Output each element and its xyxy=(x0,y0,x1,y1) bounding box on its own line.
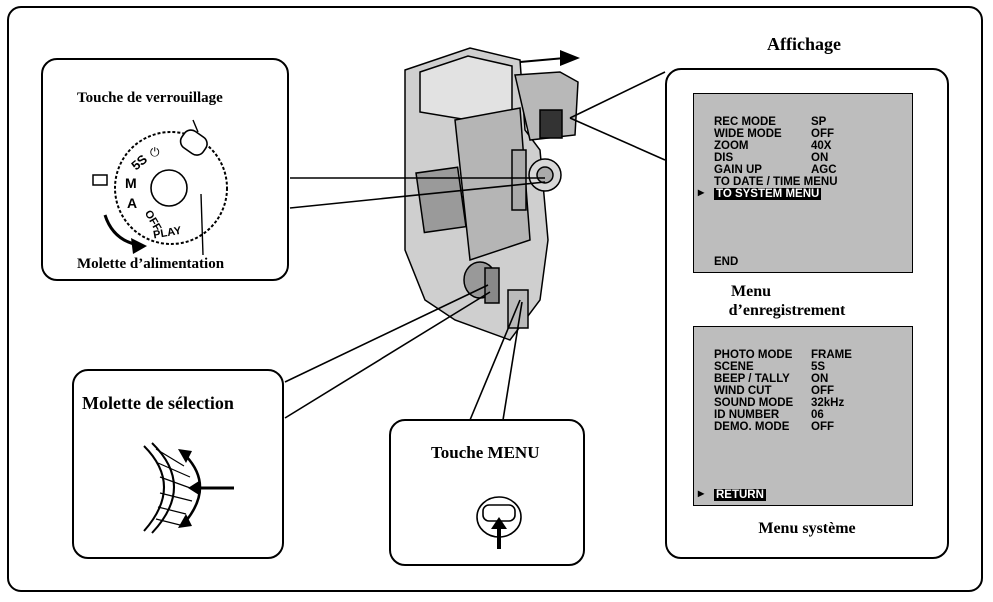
cursor-icon: ▸ xyxy=(698,185,705,199)
menu-row-value: 40X xyxy=(811,140,832,152)
down-arrow-icon xyxy=(178,514,192,528)
power-dial-panel: Touche de verrouillage ⏻ 5S M A OFF PLAY… xyxy=(41,58,289,281)
system-menu-link-text: TO SYSTEM MENU xyxy=(714,188,822,200)
selection-dial-panel: Molette de sélection xyxy=(72,369,284,559)
recording-menu-label-line2: d’enregistrement xyxy=(728,302,846,319)
menu-row-value: ON xyxy=(811,373,829,385)
menu-row-value: SP xyxy=(811,116,827,128)
menu-row-name: SCENE xyxy=(714,361,754,373)
menu-row-name: ZOOM xyxy=(714,140,749,152)
selection-dial-illustration xyxy=(143,442,234,534)
recording-menu-label-line1: Menu xyxy=(731,283,771,300)
camcorder xyxy=(404,47,579,341)
system-menu-link: TO SYSTEM MENU xyxy=(714,188,822,201)
selection-dial-label: Molette de sélection xyxy=(82,393,234,413)
outer-frame xyxy=(7,6,983,592)
menu-button-label: Touche MENU xyxy=(431,443,540,462)
power-dial-label: Molette d’alimentation xyxy=(77,256,225,272)
recording-menu-label: Menu d’enregistrement xyxy=(707,282,867,320)
end-item: END xyxy=(714,256,739,268)
menu-row-value: 32kHz xyxy=(811,397,845,409)
menu-row-value: OFF xyxy=(811,385,834,397)
menu-button-panel: Touche MENU xyxy=(389,419,585,566)
menu-row-name: ID NUMBER xyxy=(714,409,780,421)
menu-row-name: GAIN UP xyxy=(714,164,762,176)
return-item-text: RETURN xyxy=(714,489,766,501)
menu-row-value: OFF xyxy=(811,128,834,140)
menu-row-name: BEEP / TALLY xyxy=(714,373,790,385)
power-dial-illustration: ⏻ 5S M A OFF PLAY xyxy=(92,119,228,256)
menu-row-name: SOUND MODE xyxy=(714,397,794,409)
lock-button-label: Touche de verrouillage xyxy=(77,90,223,106)
system-menu-screen: PHOTO MODE FRAME SCENE 5S BEEP / TALLY O… xyxy=(693,326,913,506)
date-time-menu-link: TO DATE / TIME MENU xyxy=(714,176,838,188)
dial-mark-play: PLAY xyxy=(152,225,183,242)
menu-row-name: DEMO. MODE xyxy=(714,421,790,433)
display-title: Affichage xyxy=(767,34,841,54)
timer-icon: ⏻ xyxy=(150,145,160,159)
photo-mode-icon xyxy=(92,174,108,186)
menu-row-value: 06 xyxy=(811,409,824,421)
menu-row-name: WIDE MODE xyxy=(714,128,782,140)
slide-arrow-icon xyxy=(560,50,580,66)
dial-mark-m: M xyxy=(125,175,137,191)
dial-mark-a: A xyxy=(127,195,137,211)
return-item: RETURN xyxy=(714,489,766,502)
menu-row-name: WIND CUT xyxy=(714,385,772,397)
menu-row-name: DIS xyxy=(714,152,734,164)
display-panel: Affichage REC MODE SP WIDE MODE OFF ZOOM… xyxy=(665,34,949,559)
press-arrow-icon xyxy=(491,517,507,529)
cursor-icon: ▸ xyxy=(698,486,705,500)
menu-row-value: ON xyxy=(811,152,829,164)
rotate-arrow-icon xyxy=(131,238,147,254)
menu-row-value: OFF xyxy=(811,421,834,433)
system-menu-label: Menu système xyxy=(758,520,856,537)
menu-row-name: PHOTO MODE xyxy=(714,349,793,361)
up-arrow-icon xyxy=(178,449,192,463)
menu-row-value: FRAME xyxy=(811,349,852,361)
menu-row-value: 5S xyxy=(811,361,826,373)
menu-row-value: AGC xyxy=(811,164,837,176)
push-arrow-icon xyxy=(188,481,199,495)
menu-row-name: REC MODE xyxy=(714,116,776,128)
menu-button-illustration xyxy=(476,496,522,549)
recording-menu-screen: REC MODE SP WIDE MODE OFF ZOOM 40X DIS O… xyxy=(693,93,913,273)
